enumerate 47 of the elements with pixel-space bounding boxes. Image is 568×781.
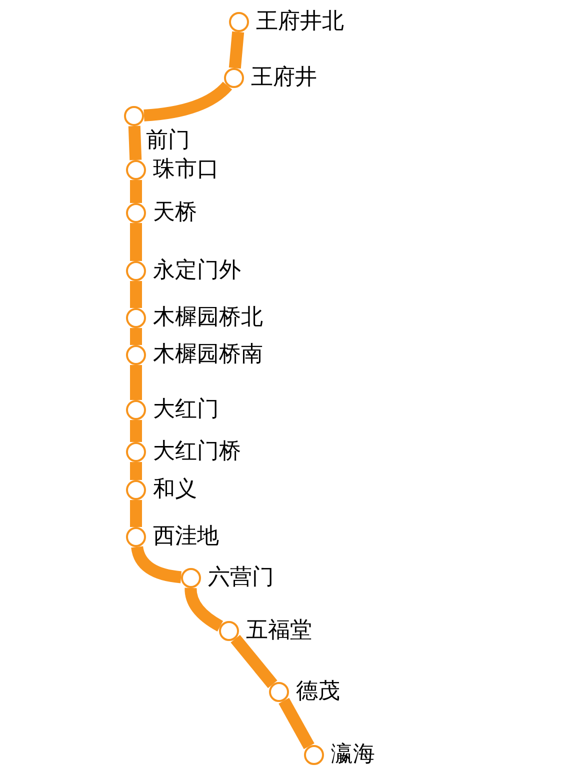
station-circle — [304, 745, 324, 765]
station-circle — [126, 527, 146, 547]
station-name: 德茂 — [296, 679, 340, 705]
station-circle — [224, 68, 244, 88]
line-segment — [130, 420, 142, 442]
station-circle — [126, 400, 146, 420]
station-name: 前门 — [146, 128, 190, 154]
station-name: 和义 — [153, 477, 197, 503]
line-segment — [130, 500, 142, 527]
station-name: 西洼地 — [153, 524, 219, 550]
station-circle — [126, 345, 146, 365]
station-name: 大红门桥 — [153, 439, 241, 465]
line-segment — [130, 328, 142, 345]
line-segment — [144, 81, 232, 122]
station-circle — [126, 261, 146, 281]
station-name: 五福堂 — [246, 618, 312, 644]
line-segment — [228, 31, 244, 69]
station-circle — [269, 682, 289, 702]
station-circle — [181, 568, 201, 588]
station-circle — [219, 621, 239, 641]
station-name: 木樨园桥北 — [153, 305, 263, 331]
station-circle — [126, 160, 146, 180]
station-circle — [126, 480, 146, 500]
station-name: 永定门外 — [153, 258, 241, 284]
station-name: 大红门 — [153, 397, 219, 423]
station-circle — [229, 12, 249, 32]
line-segment — [130, 223, 142, 261]
station-circle — [124, 106, 144, 126]
station-name: 王府井 — [251, 65, 317, 91]
station-circle — [126, 442, 146, 462]
line-segment — [184, 588, 224, 632]
station-circle — [126, 203, 146, 223]
station-name: 天桥 — [153, 200, 197, 226]
station-name: 瀛海 — [331, 742, 375, 768]
line-segment — [130, 365, 142, 400]
line-segment — [131, 546, 182, 584]
station-name: 王府井北 — [256, 9, 344, 35]
line-segment — [130, 281, 142, 308]
line-segment — [230, 634, 278, 688]
line-segment — [278, 698, 314, 750]
line-segment — [130, 462, 142, 480]
station-name: 珠市口 — [153, 157, 219, 183]
station-name: 六营门 — [208, 565, 274, 591]
line-segment — [130, 180, 142, 203]
station-circle — [126, 308, 146, 328]
line-segment — [128, 126, 142, 160]
station-name: 木樨园桥南 — [153, 342, 263, 368]
